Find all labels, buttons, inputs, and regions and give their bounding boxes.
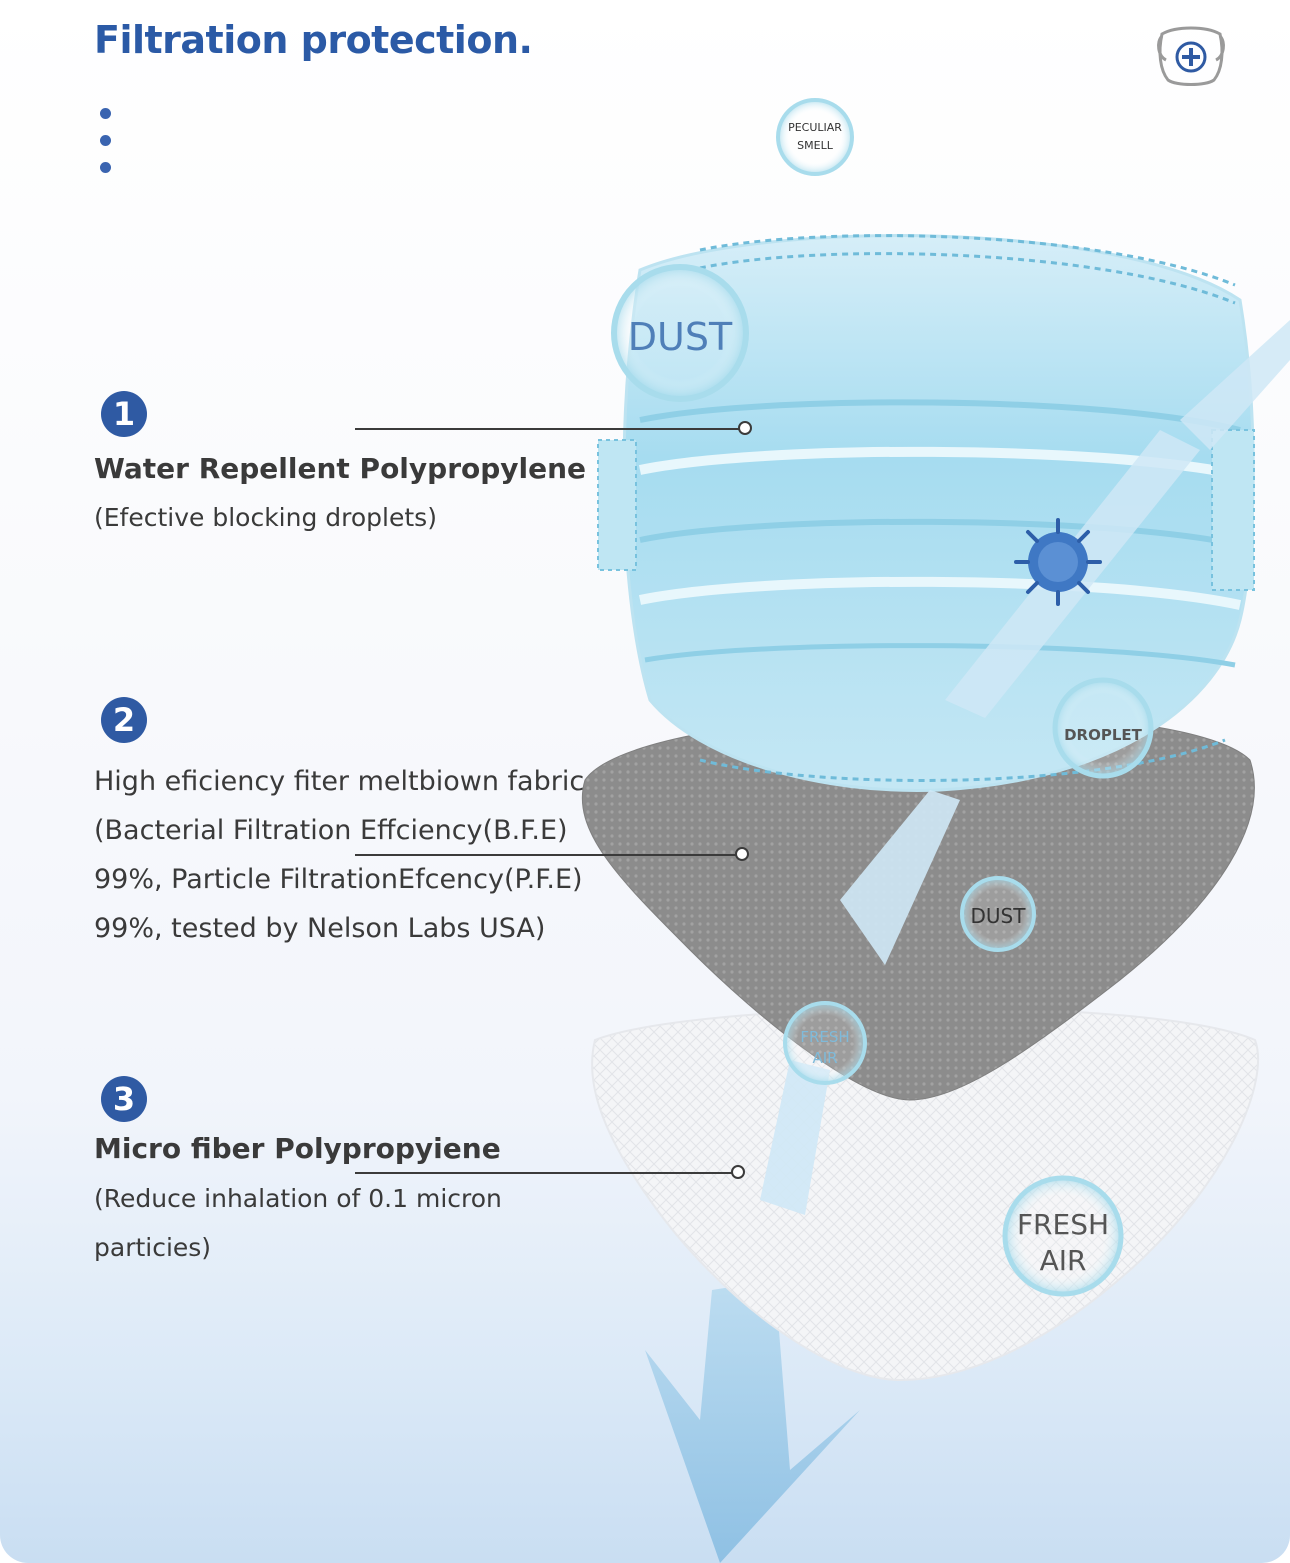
leader-end-3 (731, 1165, 745, 1179)
bubble-text: FRESH (800, 1028, 849, 1046)
layer-2-line: 99%, Particle FiltrationEfcency(P.F.E) (94, 864, 583, 895)
leader-line-1 (355, 428, 740, 430)
bubble-fresh-air-large: FRESH AIR (1002, 1175, 1124, 1297)
bubble-text: DUST (971, 904, 1027, 928)
mask-plus-icon (1157, 26, 1225, 86)
page-title: Filtration protection. (94, 18, 533, 62)
layer-number-3: 3 (101, 1076, 147, 1122)
layer-3-description-line: (Reduce inhalation of 0.1 micron (94, 1184, 502, 1213)
layer-2-line: 99%, tested by Nelson Labs USA) (94, 913, 546, 944)
bubble-droplet: DROPLET (1052, 677, 1154, 779)
layer-2-line: High eficiency fiter meltbiown fabric (94, 766, 585, 797)
leader-end-2 (735, 847, 749, 861)
layer-2-description: High eficiency fiter meltbiown fabric (B… (94, 757, 584, 953)
air-flow-arrow (645, 1280, 860, 1563)
bubble-fresh-air-small: FRESH AIR (783, 1001, 867, 1085)
leader-line-2 (355, 854, 737, 856)
layer-1-title: Water Repellent Polypropylene (94, 452, 587, 485)
virus-icon (1014, 518, 1102, 606)
bubble-text: FRESH (1017, 1208, 1109, 1241)
bubble-text: DROPLET (1064, 726, 1143, 744)
bubble-dust-mid: DUST (960, 876, 1036, 952)
layer-3-description-line: particies) (94, 1233, 212, 1262)
bubble-text: AIR (812, 1049, 837, 1067)
bubble-text: DUST (628, 315, 733, 359)
bubble-peculiar-smell: PECULIAR SMELL (776, 98, 854, 176)
layer-number-2: 2 (101, 697, 147, 743)
layer-1-description: (Efective blocking droplets) (94, 503, 437, 532)
layer-number-1: 1 (101, 391, 147, 437)
leader-line-3 (355, 1172, 733, 1174)
layer-2-line: (Bacterial Filtration Effciency(B.F.E) (94, 815, 568, 846)
bubble-text: PECULIAR (788, 121, 842, 134)
layer-3-title: Micro fiber Polypropyiene (94, 1132, 501, 1165)
bubble-text: SMELL (797, 139, 834, 152)
bubble-text: AIR (1040, 1244, 1087, 1277)
bubble-dust-top: DUST (611, 264, 749, 402)
leader-end-1 (738, 421, 752, 435)
vertical-dots-icon[interactable] (100, 108, 114, 189)
